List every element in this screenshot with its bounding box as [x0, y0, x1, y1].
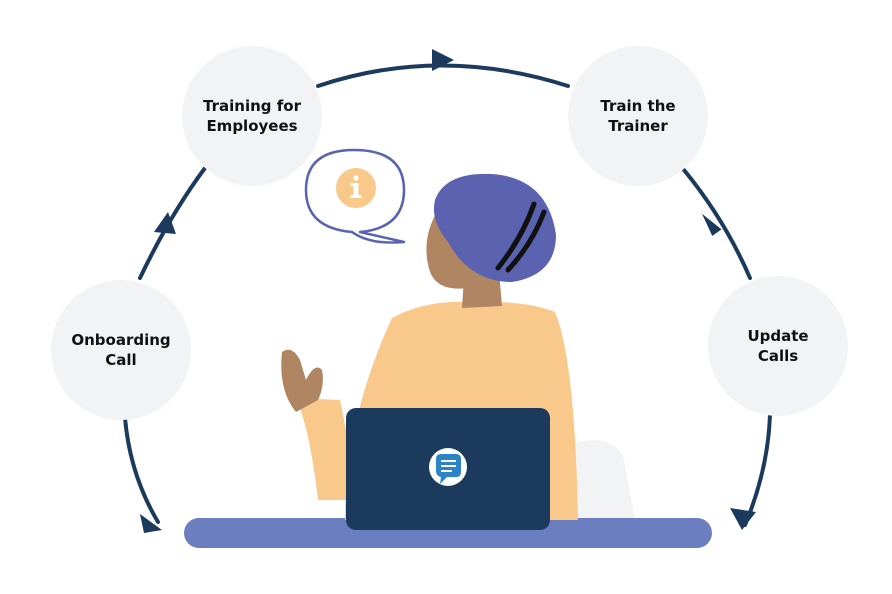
headwrap-stripe-2	[505, 209, 547, 273]
connector-start-to-onboarding	[123, 416, 160, 524]
chair	[568, 440, 635, 520]
headwrap	[433, 173, 556, 282]
hand	[281, 349, 323, 412]
arm	[296, 398, 360, 500]
laptop	[346, 408, 550, 530]
connector-onboarding-to-training	[138, 166, 207, 280]
arrowhead-down-end	[730, 508, 756, 530]
arrowhead-up	[154, 212, 176, 234]
headwrap-stripe-1	[495, 201, 537, 271]
connector-update-to-end	[743, 413, 772, 527]
cycle-arrows	[123, 63, 772, 527]
desk	[184, 518, 712, 548]
step-node-training	[182, 46, 322, 186]
step-node-update	[708, 276, 848, 416]
arrowhead-down-start	[140, 514, 162, 533]
step-label-update: Update Calls	[747, 327, 809, 365]
arrowhead-right	[432, 49, 454, 71]
step-label-trainer: Train the Trainer	[600, 97, 676, 135]
step-label-training: Training for Employees	[203, 97, 301, 135]
connector-trainer-to-update	[682, 168, 752, 280]
speech-bubble	[304, 148, 406, 244]
arrowheads	[140, 49, 756, 533]
step-label-onboarding: Onboarding Call	[71, 331, 171, 369]
step-node-trainer	[568, 46, 708, 186]
step-node-onboarding	[51, 280, 191, 420]
connector-training-to-trainer	[316, 63, 570, 88]
arrowhead-down-right	[701, 213, 722, 236]
